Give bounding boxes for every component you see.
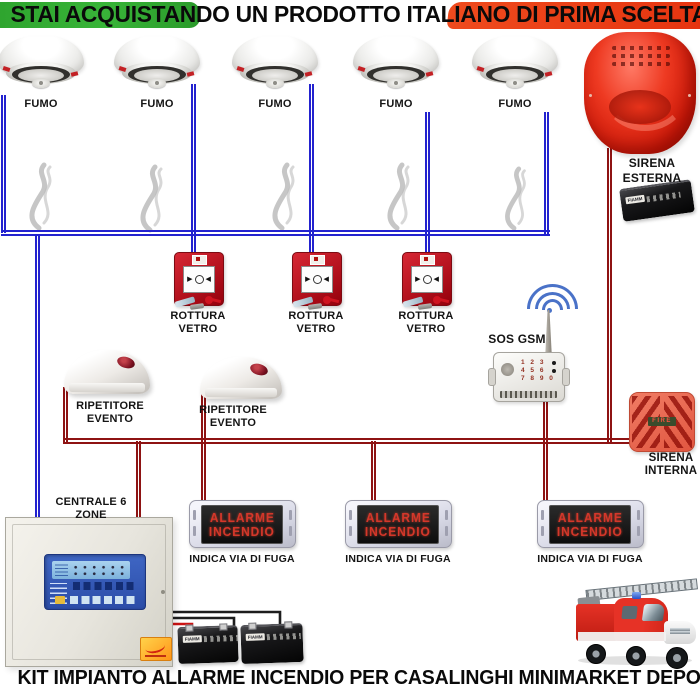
alarm-sign-caption: INDICA VIA DI FUGA xyxy=(537,553,643,565)
wire-red-bus xyxy=(63,438,633,444)
sos-gsm-dialer: 1 2 3 4 5 6 7 8 9 0 xyxy=(488,352,570,402)
panel-display xyxy=(44,554,146,610)
control-buttons xyxy=(70,596,137,604)
alarm-sign-screen: ALLARME INCENDIO xyxy=(201,505,283,544)
wire-blue-detector2-drop xyxy=(191,84,196,254)
smoke-detector-label: FUMO xyxy=(498,98,532,110)
top-banner-title: STAI ACQUISTANDO UN PRODOTTO ITALIANO DI… xyxy=(10,1,700,27)
zone-leds xyxy=(71,564,127,576)
smoke-detector-label: FUMO xyxy=(24,98,58,110)
control-panel-label: CENTRALE 6 ZONE xyxy=(55,496,127,521)
smoke-plume xyxy=(505,166,526,231)
bottom-title: KIT IMPIANTO ALLARME INCENDIO PER CASALI… xyxy=(17,666,700,689)
gsm-speaker xyxy=(501,363,514,376)
backup-battery: FIAMM xyxy=(177,623,239,665)
function-button xyxy=(55,596,65,604)
smoke-detector xyxy=(472,36,558,98)
gsm-signal-arc xyxy=(542,299,563,310)
alarm-sign: ALLARME INCENDIO xyxy=(189,500,296,548)
wire-blue-bus xyxy=(1,230,550,236)
break-glass-unit: ▶◀ xyxy=(292,252,342,314)
wire-blue-detector5-drop xyxy=(544,112,549,234)
smoke-detector-label: FUMO xyxy=(258,98,292,110)
panel-keyhole xyxy=(161,590,165,594)
wire-blue-panel-drop xyxy=(35,234,40,518)
event-repeater xyxy=(64,350,150,394)
wire-blue-detector1-drop xyxy=(1,95,6,233)
smoke-plume xyxy=(29,162,52,231)
smoke-detector xyxy=(114,36,200,98)
wire-red-repeater1-drop xyxy=(63,387,68,443)
event-repeater xyxy=(200,357,282,399)
brand-logo xyxy=(140,637,172,661)
smoke-plume xyxy=(387,162,410,231)
gsm-keypad: 1 2 3 4 5 6 7 8 9 0 xyxy=(521,359,555,382)
break-glass-unit: ▶◀ xyxy=(402,252,452,314)
alarm-sign: ALLARME INCENDIO xyxy=(537,500,644,548)
alarm-sign: ALLARME INCENDIO xyxy=(345,500,452,548)
alarm-sign-caption: INDICA VIA DI FUGA xyxy=(189,553,295,565)
alarm-sign-caption: INDICA VIA DI FUGA xyxy=(345,553,451,565)
backup-battery: FIAMM xyxy=(240,621,304,665)
zone-buttons xyxy=(73,582,137,590)
smoke-detector xyxy=(0,36,84,98)
smoke-detector-label: FUMO xyxy=(140,98,174,110)
wire-red-external-siren-drop xyxy=(607,148,612,444)
wire-red-sign2-drop xyxy=(371,441,376,502)
wire-blue-detector3-drop xyxy=(309,84,314,254)
break-glass-unit: ▶◀ xyxy=(174,252,224,314)
sos-gsm-label: SOS GSM xyxy=(488,332,546,346)
alarm-sign-screen: ALLARME INCENDIO xyxy=(357,505,439,544)
alarm-sign-screen: ALLARME INCENDIO xyxy=(549,505,631,544)
smoke-detector xyxy=(353,36,439,98)
panel-screen xyxy=(52,561,130,579)
gsm-antenna xyxy=(545,310,552,354)
wire-red-gsm-sign3-drop xyxy=(543,397,548,502)
smoke-detector-label: FUMO xyxy=(379,98,413,110)
truck-beacon xyxy=(632,592,641,599)
wire-red-panel-drop xyxy=(136,441,141,520)
external-siren xyxy=(584,32,696,154)
control-panel xyxy=(5,517,173,667)
wire-blue-detector4-drop xyxy=(425,112,430,254)
gsm-connector-strip xyxy=(500,391,557,398)
smoke-detector xyxy=(232,36,318,98)
smoke-plume xyxy=(272,162,295,231)
fire-truck-image xyxy=(570,574,700,669)
wire-red-repeater2-sign1-drop xyxy=(201,389,206,502)
smoke-plume xyxy=(140,164,163,233)
fire-badge: FIRE xyxy=(648,417,676,426)
internal-siren: FIRE xyxy=(629,392,695,452)
